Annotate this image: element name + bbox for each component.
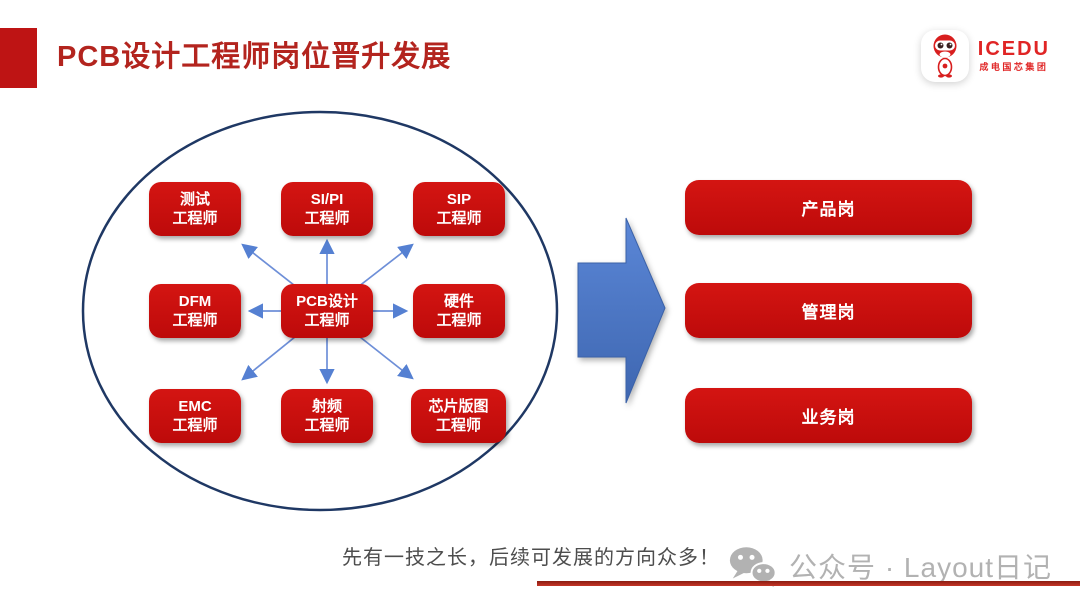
box-label-line1: 射频 [311,397,342,415]
promotion-box-management: 管理岗 [685,283,972,338]
big-right-arrow [577,217,666,404]
satellite-box-dfm-engineer: DFM 工程师 [149,284,241,338]
watermark-label: 公众号 · Layout日记 [789,552,1052,583]
company-logo: ICEDU 成电国芯集团 [920,30,1050,82]
satellite-box-rf-engineer: 射频 工程师 [281,389,373,443]
box-label-line1: PCB设计 [296,292,358,310]
mascot-icon [920,30,969,82]
box-label-line1: SIP [446,190,472,208]
brand-subtitle: 成电国芯集团 [979,62,1049,73]
satellite-box-test-engineer: 测试 工程师 [149,182,241,236]
mascot-robot-icon [933,34,957,78]
page-title: PCB设计工程师岗位晋升发展 [57,41,452,73]
promotion-label: 业务岗 [801,408,856,427]
satellite-box-chip-layout-engineer: 芯片版图 工程师 [411,389,506,443]
promotion-label: 产品岗 [801,200,856,219]
brand-block: ICEDU 成电国芯集团 [978,39,1050,72]
box-label-line1: SI/PI [310,190,344,208]
box-label-line2: 工程师 [436,210,482,227]
box-label-line1: EMC [178,397,212,415]
box-label-line1: 硬件 [443,292,474,310]
satellite-box-emc-engineer: EMC 工程师 [149,389,241,443]
center-box-pcb-design-engineer: PCB设计 工程师 [281,284,373,338]
promotion-label: 管理岗 [801,303,856,322]
box-label-line2: 工程师 [435,417,481,434]
box-label-line1: 测试 [179,190,210,208]
box-label-line1: DFM [178,292,212,310]
satellite-box-sip-engineer: SIP 工程师 [413,182,505,236]
brand-name: ICEDU [977,38,1050,61]
box-label-line2: 工程师 [304,417,350,434]
promotion-box-business: 业务岗 [685,388,972,443]
satellite-box-hardware-engineer: 硬件 工程师 [413,284,505,338]
watermark: 公众号 · Layout日记 [727,544,1052,588]
box-label-line1: 芯片版图 [428,397,489,415]
box-label-line2: 工程师 [304,210,350,227]
box-label-line2: 工程师 [172,417,218,434]
title-accent-square [0,28,37,88]
footer-underline [537,581,1080,586]
box-label-line2: 工程师 [436,312,482,329]
box-label-line2: 工程师 [172,210,218,227]
box-label-line2: 工程师 [172,312,218,329]
footer-note: 先有一技之长，后续可发展的方向众多！ [342,547,720,569]
satellite-box-sipi-engineer: SI/PI 工程师 [281,182,373,236]
promotion-box-product: 产品岗 [685,180,972,235]
box-label-line2: 工程师 [304,312,350,329]
